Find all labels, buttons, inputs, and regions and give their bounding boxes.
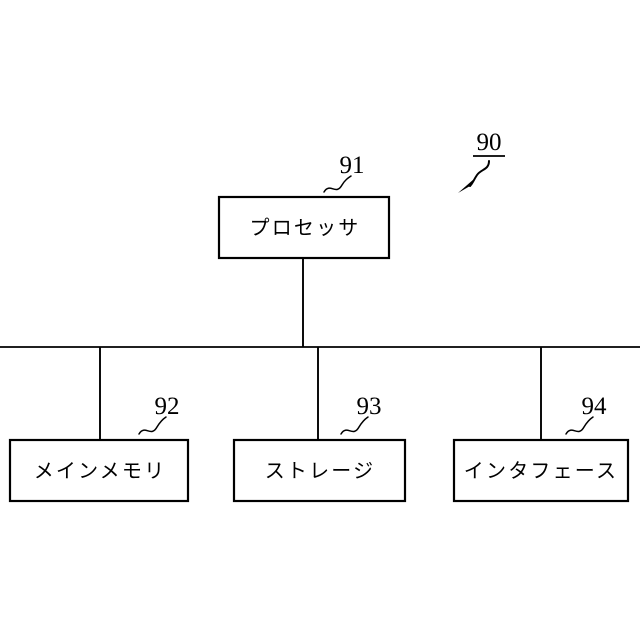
reference-number-92: 92 bbox=[155, 393, 180, 420]
main-memory-box bbox=[8, 438, 190, 503]
leader-line-92 bbox=[138, 416, 167, 435]
arrow-head-90 bbox=[458, 179, 474, 193]
interface-label: インタフェース bbox=[464, 459, 618, 483]
reference-94: 94 bbox=[565, 393, 608, 435]
reference-number-91: 91 bbox=[340, 152, 365, 179]
leader-line-94 bbox=[565, 416, 594, 435]
leader-line-93 bbox=[340, 416, 369, 435]
reference-91: 91 bbox=[323, 152, 365, 193]
reference-93: 93 bbox=[340, 393, 382, 435]
storage-label: ストレージ bbox=[265, 459, 376, 483]
block-main-memory[interactable]: メインメモリ bbox=[8, 438, 190, 503]
processor-box bbox=[217, 195, 391, 260]
reference-92: 92 bbox=[138, 393, 180, 435]
interface-box bbox=[452, 438, 630, 503]
reference-90-system: 90 bbox=[458, 129, 505, 193]
block-storage[interactable]: ストレージ bbox=[232, 438, 407, 503]
storage-box bbox=[232, 438, 407, 503]
reference-number-93: 93 bbox=[357, 393, 382, 420]
arrow-leader-90 bbox=[469, 160, 490, 187]
block-processor[interactable]: プロセッサ bbox=[217, 195, 391, 260]
main-memory-label: メインメモリ bbox=[34, 459, 167, 483]
block-interface[interactable]: インタフェース bbox=[452, 438, 630, 503]
processor-label: プロセッサ bbox=[250, 216, 361, 240]
reference-number-90: 90 bbox=[477, 129, 502, 156]
reference-number-94: 94 bbox=[582, 393, 608, 420]
leader-line-91 bbox=[323, 175, 352, 193]
